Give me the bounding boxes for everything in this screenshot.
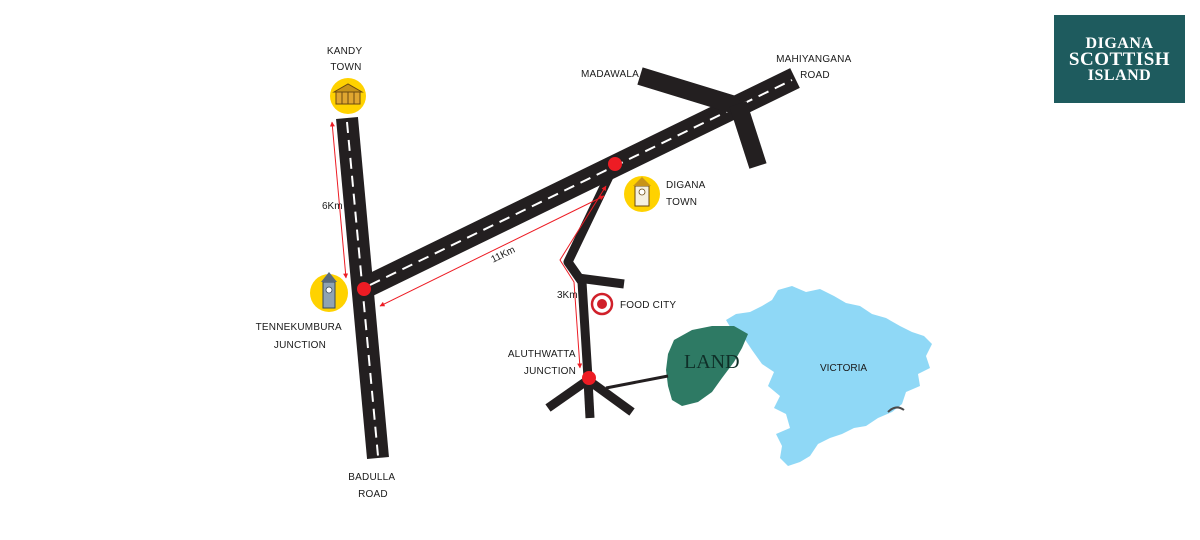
branch-road [729,101,767,169]
distance-arrow-kandy-tennekumbura [329,121,349,279]
aluthwatta-fork-left [545,376,591,412]
distance-label-11km: 11Km [489,245,517,266]
logo-line-1: DIGANA [1085,34,1154,52]
kandy-town-label: KANDY TOWN [327,46,365,73]
logo-line-2: SCOTTISH [1068,48,1171,70]
distance-label-3km: 3Km [557,290,578,301]
land-label: LAND [684,351,740,373]
food-city-label: FOOD CITY [620,300,676,311]
lake-inlet [887,406,905,413]
madawala-road [637,67,741,115]
badulla-road-label: BADULLA ROAD [348,472,397,500]
distance-arrow-tennekumbura-digana [379,195,605,307]
temple-icon [330,78,366,114]
digana-junction-marker[interactable] [608,157,622,171]
mahiyangana-road-label: MAHIYANGANA ROAD [776,54,854,81]
clock-tower-icon [624,176,660,212]
food-city-logo-icon [590,292,614,316]
victoria-label: VICTORIA [820,363,867,374]
tennekumbura-junction-label: TENNEKUMBURA JUNCTION [256,322,345,351]
clock-tower-icon [310,272,348,312]
distance-arrow-digana-aluthwatta [559,185,607,369]
digana-scottish-island-logo: DIGANA SCOTTISH ISLAND [1054,15,1185,103]
victoria-reservoir [726,286,932,466]
aluthwatta-fork-right [585,376,635,416]
logo-line-3: ISLAND [1087,66,1152,84]
distance-label-6km: 6Km [322,201,343,212]
tennekumbura-junction-marker[interactable] [357,282,371,296]
land-plot [666,326,748,406]
aluthwatta-fork-middle [583,379,595,419]
aluthwatta-junction-label: ALUTHWATTA JUNCTION [508,349,578,377]
digana-town-label: DIGANA TOWN [666,180,708,208]
madawala-label: MADAWALA [581,69,639,80]
land-access-road [605,374,669,390]
food-city-road [577,273,625,289]
aluthwatta-junction-marker[interactable] [582,371,596,385]
